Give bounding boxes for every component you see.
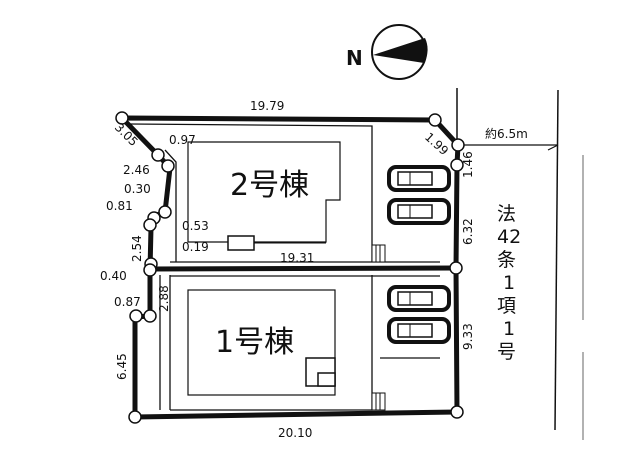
dim-top: 19.79 xyxy=(250,99,284,113)
dim-2-46: 2.46 xyxy=(123,163,150,177)
building-1-label: 1号棟 xyxy=(215,325,294,360)
compass-needle-icon xyxy=(373,38,428,63)
road-width-label: 約6.5m xyxy=(485,126,528,141)
lot-divider xyxy=(149,265,457,272)
building-1-outline xyxy=(187,289,336,396)
dim-2-88: 2.88 xyxy=(157,285,171,312)
svg-text:1: 1 xyxy=(503,318,515,340)
utility-box xyxy=(227,235,255,251)
dim-0-53: 0.53 xyxy=(182,219,209,233)
dim-0-19: 0.19 xyxy=(182,240,209,254)
dim-0-87: 0.87 xyxy=(114,295,141,309)
dim-2-54: 2.54 xyxy=(130,235,144,262)
dim-6-32: 6.32 xyxy=(461,218,475,245)
svg-text:42: 42 xyxy=(497,226,521,248)
stairs xyxy=(371,244,386,411)
car-icon xyxy=(387,285,451,312)
svg-text:条: 条 xyxy=(497,249,516,271)
boundary-markers xyxy=(115,111,465,424)
parking-spaces xyxy=(387,165,451,344)
dim-bottom: 20.10 xyxy=(278,426,312,440)
road-type-last-char: 号 xyxy=(497,341,516,363)
road xyxy=(456,88,584,440)
building-2-label: 2号棟 xyxy=(230,168,309,203)
car-icon xyxy=(387,165,451,192)
north-label: N xyxy=(346,46,363,70)
road-edge xyxy=(554,89,559,431)
dim-1-46: 1.46 xyxy=(461,151,475,178)
dim-0-30: 0.30 xyxy=(124,182,151,196)
compass: N xyxy=(346,24,428,80)
svg-text:法: 法 xyxy=(497,203,516,225)
building-2-outline xyxy=(187,141,341,243)
dim-middle: 19.31 xyxy=(280,251,314,265)
dim-6-45: 6.45 xyxy=(115,353,129,380)
car-icon xyxy=(387,198,451,225)
road-type-label: 法 42 条 1 項 1 号 xyxy=(497,203,521,363)
dim-0-81: 0.81 xyxy=(106,199,133,213)
dim-0-40: 0.40 xyxy=(100,269,127,283)
svg-text:1: 1 xyxy=(503,272,515,294)
car-icon xyxy=(387,317,451,344)
dim-9-33: 9.33 xyxy=(461,323,475,350)
svg-text:項: 項 xyxy=(497,295,516,317)
dim-0-97: 0.97 xyxy=(169,133,196,147)
